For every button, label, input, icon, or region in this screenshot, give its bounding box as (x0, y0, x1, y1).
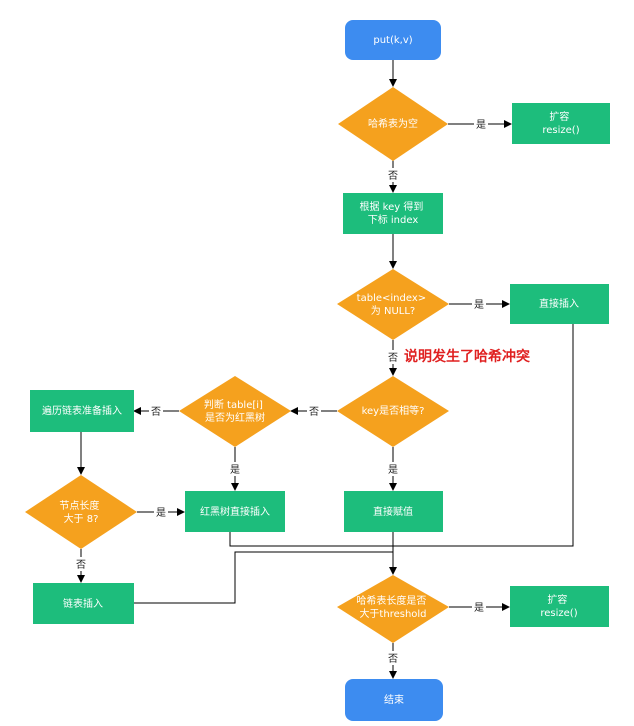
node-node-length-line-0: 节点长度 (59, 499, 99, 512)
node-slot-null: table<index> 为 NULL? (337, 269, 449, 340)
node-direct-assign-line-0: 直接赋值 (373, 505, 413, 518)
node-get-index-shape (343, 193, 443, 234)
node-start-shape (345, 20, 441, 60)
node-get-index-line-1: 下标 index (368, 214, 419, 226)
edge-labels: 是 否 是 否 否 否 是 是 是 否 是 否 (74, 117, 488, 665)
node-slot-null-shape (337, 269, 449, 340)
label-yes-direct-insert: 是 (474, 299, 484, 311)
label-yes-resize-bottom: 是 (474, 602, 484, 614)
node-traverse-list-line-0: 遍历链表准备插入 (42, 404, 122, 417)
node-end-text: 结束 (384, 693, 404, 706)
node-is-tree: 判断 table[i] 是否为红黑树 (179, 376, 291, 447)
nodes: put(k,v) 哈希表为空 扩容 resize() 根据 key 得到 下标 … (25, 20, 610, 721)
node-traverse-list: 遍历链表准备插入 (30, 390, 134, 432)
node-get-index-text: 根据 key 得到 下标 index (359, 200, 426, 226)
node-list-insert: 链表插入 (33, 583, 134, 624)
node-resize-top-line-0: 扩容 (549, 110, 569, 123)
node-direct-assign: 直接赋值 (344, 491, 443, 532)
label-no-key-equal: 否 (388, 352, 398, 364)
node-end-line-0: 结束 (384, 693, 404, 706)
node-direct-insert-line-0: 直接插入 (539, 297, 579, 310)
edge-list-insert-to-threshold (134, 551, 393, 604)
node-direct-insert-text: 直接插入 (539, 297, 579, 310)
node-direct-insert-shape (510, 284, 609, 324)
node-list-insert-text: 链表插入 (63, 597, 103, 610)
node-resize-top-line-1: resize() (542, 125, 579, 136)
node-traverse-list-shape (30, 390, 134, 432)
node-node-length-text: 节点长度 大于 8? (59, 499, 102, 525)
node-start-text: put(k,v) (373, 35, 412, 46)
node-get-index-line-0: 根据 key 得到 (359, 200, 423, 213)
label-no-index: 否 (388, 170, 398, 182)
edges (77, 60, 574, 679)
node-table-empty-line-0: 哈希表为空 (368, 117, 418, 130)
edge-tree-insert-to-threshold (229, 532, 393, 547)
label-yes-tree-insert: 是 (230, 464, 240, 476)
node-end-shape (345, 679, 443, 721)
node-resize-bottom-line-0: 扩容 (547, 593, 567, 606)
label-no-traverse: 否 (151, 406, 161, 418)
node-is-tree-text: 判断 table[i] 是否为红黑树 (204, 398, 266, 424)
node-resize-bottom-shape (510, 586, 609, 627)
node-resize-bottom: 扩容 resize() (510, 586, 609, 627)
node-node-length-line-1: 大于 8? (64, 512, 99, 525)
node-table-empty-shape (338, 87, 448, 161)
node-direct-assign-shape (344, 491, 443, 532)
node-resize-top-text: 扩容 resize() (542, 110, 579, 136)
node-traverse-list-text: 遍历链表准备插入 (42, 404, 122, 417)
node-key-equal: key是否相等? (337, 376, 449, 447)
node-resize-bottom-text: 扩容 resize() (540, 593, 577, 619)
node-direct-insert: 直接插入 (510, 284, 609, 324)
node-key-equal-text: key是否相等? (362, 404, 425, 417)
node-slot-null-line-0: table<index> (357, 293, 426, 304)
label-yes-assign: 是 (388, 464, 398, 476)
node-table-empty-text: 哈希表为空 (368, 117, 418, 130)
node-resize-top-shape (512, 103, 610, 144)
edge-direct-insert-to-threshold (393, 324, 574, 547)
node-get-index: 根据 key 得到 下标 index (343, 193, 443, 234)
node-direct-assign-text: 直接赋值 (373, 505, 413, 518)
node-over-threshold-line-0: 哈希表长度是否 (356, 594, 426, 607)
node-is-tree-shape (179, 376, 291, 447)
node-is-tree-line-1: 是否为红黑树 (205, 411, 265, 424)
node-tree-insert-shape (185, 491, 285, 532)
node-over-threshold-shape (337, 575, 449, 643)
label-yes-length: 是 (156, 507, 166, 519)
node-key-equal-shape (337, 376, 449, 447)
node-resize-top: 扩容 resize() (512, 103, 610, 144)
node-key-equal-line-0: key是否相等? (362, 404, 425, 417)
collision-note: 说明发生了哈希冲突 (404, 348, 530, 365)
node-node-length-shape (25, 475, 137, 549)
node-tree-insert: 红黑树直接插入 (185, 491, 285, 532)
node-tree-insert-line-0: 红黑树直接插入 (200, 505, 270, 518)
node-tree-insert-text: 红黑树直接插入 (200, 505, 270, 518)
node-over-threshold: 哈希表长度是否 大于threshold (337, 575, 449, 643)
node-start-line-0: put(k,v) (373, 35, 412, 46)
node-slot-null-text: table<index> 为 NULL? (357, 293, 430, 317)
node-table-empty: 哈希表为空 (338, 87, 448, 161)
node-start: put(k,v) (345, 20, 441, 60)
label-no-tree-check: 否 (309, 406, 319, 418)
node-end: 结束 (345, 679, 443, 721)
node-node-length: 节点长度 大于 8? (25, 475, 137, 549)
node-over-threshold-line-1: 大于threshold (359, 607, 426, 620)
node-over-threshold-text: 哈希表长度是否 大于threshold (356, 594, 429, 620)
label-no-list-insert: 否 (76, 559, 86, 571)
node-resize-bottom-line-1: resize() (540, 608, 577, 619)
node-is-tree-line-0: 判断 table[i] (204, 398, 263, 411)
node-list-insert-shape (33, 583, 134, 624)
label-no-end: 否 (388, 653, 398, 665)
node-slot-null-line-1: 为 NULL? (371, 305, 415, 317)
node-list-insert-line-0: 链表插入 (63, 597, 103, 610)
label-yes-resize-top: 是 (476, 119, 486, 131)
